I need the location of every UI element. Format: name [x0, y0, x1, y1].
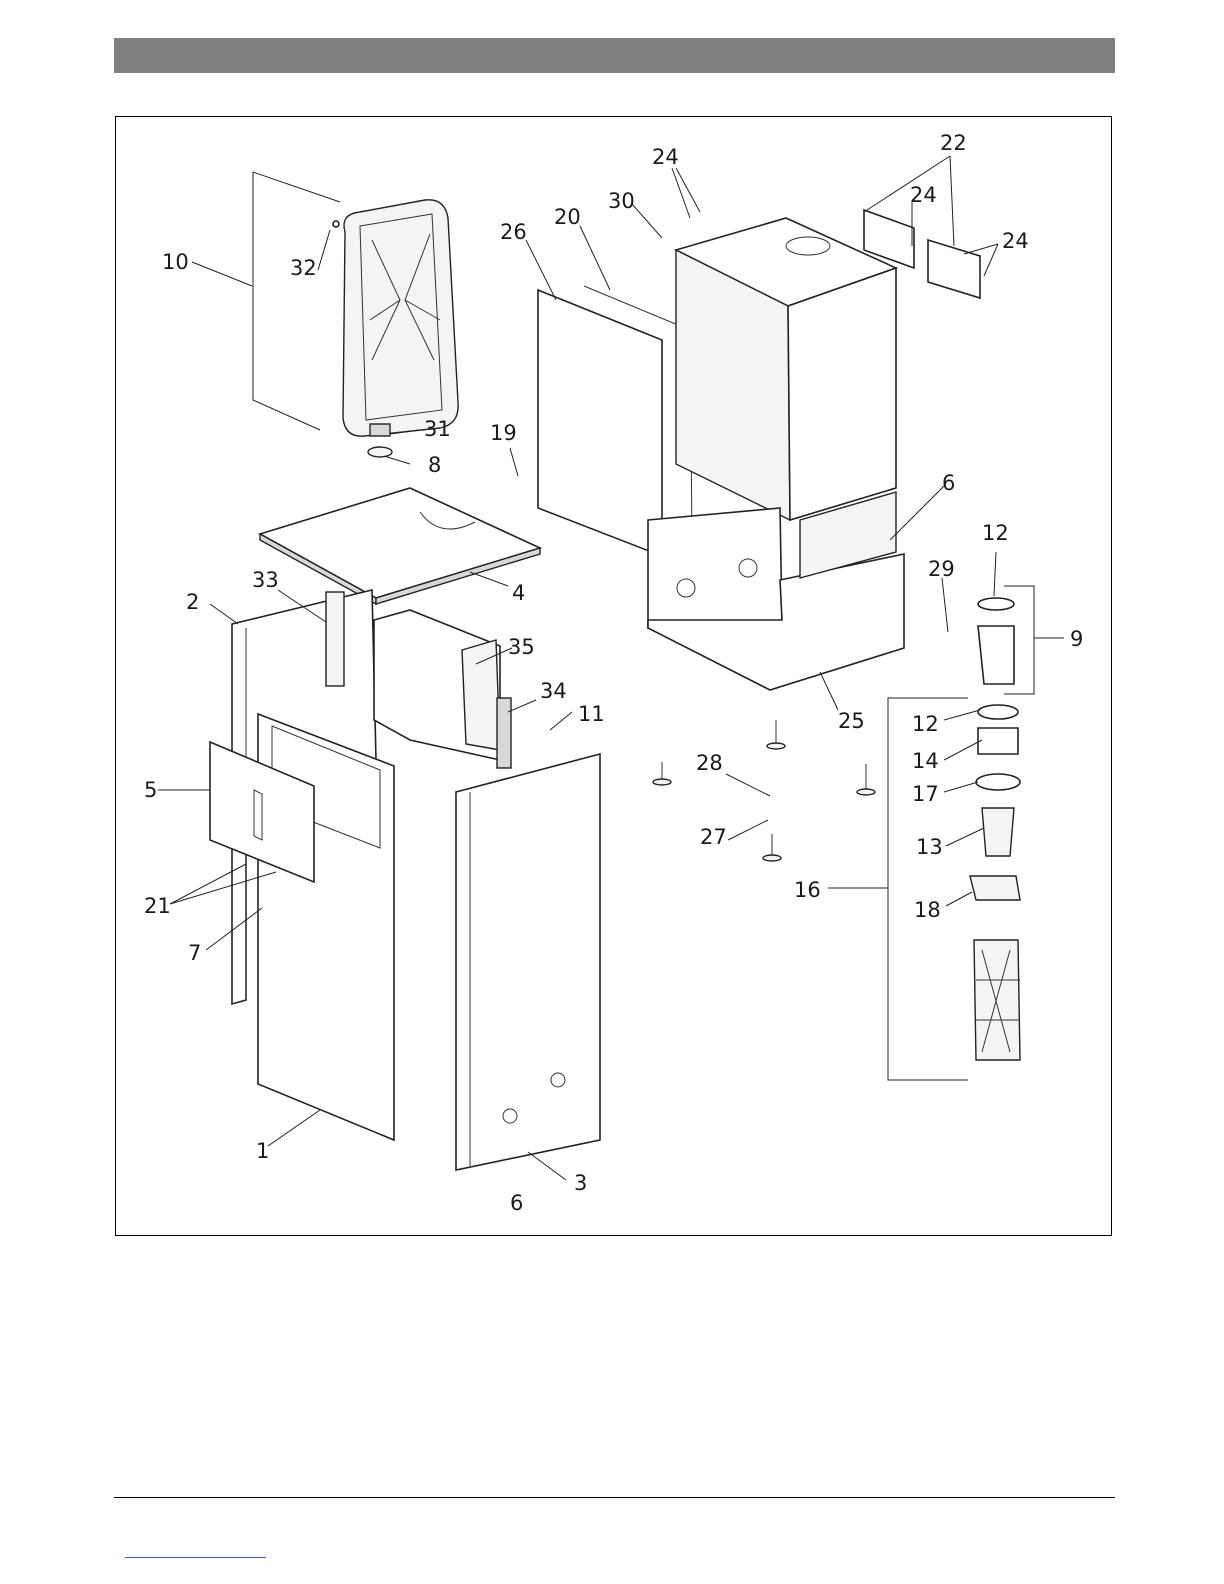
footer-rule — [114, 1497, 1115, 1498]
callout-30: 30 — [608, 189, 635, 213]
callout-5: 5 — [144, 778, 157, 802]
callout-20: 20 — [554, 205, 581, 229]
callout-8: 8 — [428, 453, 441, 477]
callout-33: 33 — [252, 568, 279, 592]
expansion-vessel — [253, 172, 458, 457]
adjustable-feet — [653, 720, 875, 861]
footer-link-underline[interactable] — [125, 1557, 266, 1558]
callout-24-middle: 24 — [910, 183, 937, 207]
callout-19: 19 — [490, 421, 517, 445]
callout-25: 25 — [838, 709, 865, 733]
callout-14: 14 — [912, 749, 939, 773]
callout-13: 13 — [916, 835, 943, 859]
inner-side-panel — [538, 286, 692, 556]
callout-6-casing: 6 — [942, 471, 955, 495]
callout-24-top: 24 — [652, 145, 679, 169]
side-panel — [456, 754, 600, 1170]
callout-29: 29 — [928, 557, 955, 581]
callout-18: 18 — [914, 898, 941, 922]
callout-3: 3 — [574, 1171, 587, 1195]
callout-28: 28 — [696, 751, 723, 775]
callout-16: 16 — [794, 878, 821, 902]
callout-34: 34 — [540, 679, 567, 703]
callout-9: 9 — [1070, 627, 1083, 651]
callout-10: 10 — [162, 250, 189, 274]
callout-7: 7 — [188, 941, 201, 965]
callout-27: 27 — [700, 825, 727, 849]
callout-12-lower: 12 — [912, 712, 939, 736]
callout-26: 26 — [500, 220, 527, 244]
callout-24-right: 24 — [1002, 229, 1029, 253]
top-plate — [260, 488, 540, 604]
callout-21: 21 — [144, 894, 171, 918]
callout-17: 17 — [912, 782, 939, 806]
callout-1: 1 — [256, 1139, 269, 1163]
callout-12-top: 12 — [982, 521, 1009, 545]
callout-35: 35 — [508, 635, 535, 659]
callout-2: 2 — [186, 590, 199, 614]
callout-11: 11 — [578, 702, 605, 726]
main-casing — [648, 218, 904, 690]
callout-32: 32 — [290, 256, 317, 280]
callout-4: 4 — [512, 581, 525, 605]
flue-components — [970, 598, 1020, 1060]
side-frame — [374, 610, 511, 768]
callout-6-panel: 6 — [510, 1191, 523, 1215]
callout-22: 22 — [940, 131, 967, 155]
callout-31: 31 — [424, 417, 451, 441]
